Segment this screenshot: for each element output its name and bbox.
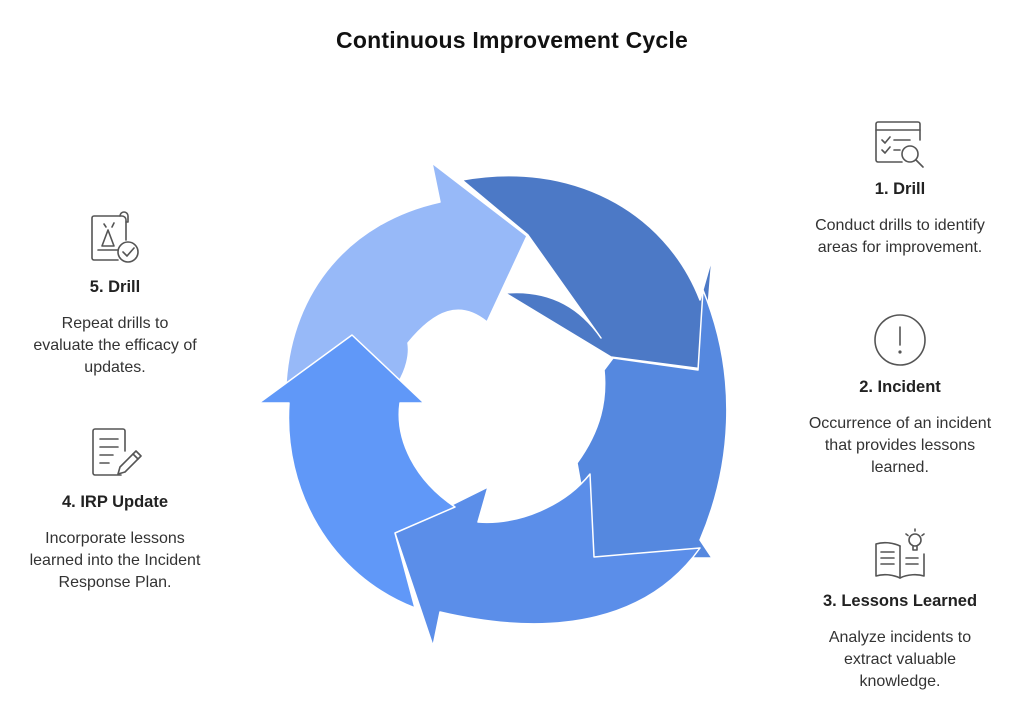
step-desc-line: learned. xyxy=(871,459,929,476)
step-1-drill: 1. Drill Conduct drills to identify area… xyxy=(780,118,1020,259)
checklist-search-icon xyxy=(875,121,924,168)
cycle-arrow-drill xyxy=(461,174,713,370)
cycle-arrow-irp-update xyxy=(258,334,456,609)
step-title: 3. Lessons Learned xyxy=(822,592,978,610)
step-desc-line: areas for improvement. xyxy=(817,239,983,256)
cycle-arrow-repeat-drill xyxy=(285,162,528,384)
step-desc-line: that provides lessons xyxy=(824,437,976,454)
step-title: 2. Incident xyxy=(859,378,941,396)
step-desc-line: knowledge. xyxy=(859,673,941,690)
step-desc-line: learned into the Incident xyxy=(29,552,201,569)
document-pencil-icon xyxy=(92,428,142,476)
exclamation-circle-icon xyxy=(874,314,926,366)
step-desc-line: updates. xyxy=(84,359,146,376)
step-title: 5. Drill xyxy=(89,278,141,296)
step-desc-line: Analyze incidents to xyxy=(828,629,972,646)
step-desc-line: Occurrence of an incident xyxy=(808,415,992,432)
step-4-irp-update: 4. IRP Update Incorporate lessons learne… xyxy=(0,425,235,594)
step-description: Occurrence of an incident that provides … xyxy=(780,413,1020,479)
step-desc-line: Repeat drills to xyxy=(61,315,169,332)
step-description: Analyze incidents to extract valuable kn… xyxy=(780,627,1020,693)
step-description: Conduct drills to identify areas for imp… xyxy=(780,215,1020,259)
book-lightbulb-icon xyxy=(875,528,925,579)
step-description: Repeat drills to evaluate the efficacy o… xyxy=(0,313,235,379)
step-desc-line: Response Plan. xyxy=(58,574,172,591)
step-desc-line: Incorporate lessons xyxy=(45,530,185,547)
step-2-incident: 2. Incident Occurrence of an incident th… xyxy=(780,312,1020,479)
step-description: Incorporate lessons learned into the Inc… xyxy=(0,528,235,594)
step-desc-line: extract valuable xyxy=(843,651,957,668)
step-title: 4. IRP Update xyxy=(61,493,169,511)
cycle-arrow-incident xyxy=(576,289,728,559)
page-title: Continuous Improvement Cycle xyxy=(336,27,688,53)
step-3-lessons-learned: 3. Lessons Learned Analyze incidents to … xyxy=(780,526,1020,693)
step-desc-line: evaluate the efficacy of xyxy=(33,337,197,354)
cycle-arrow-lessons xyxy=(394,473,701,647)
step-desc-line: Conduct drills to identify xyxy=(815,217,985,234)
step-5-drill: 5. Drill Repeat drills to evaluate the e… xyxy=(0,210,235,379)
drill-check-icon xyxy=(91,211,139,263)
step-title: 1. Drill xyxy=(874,180,926,198)
